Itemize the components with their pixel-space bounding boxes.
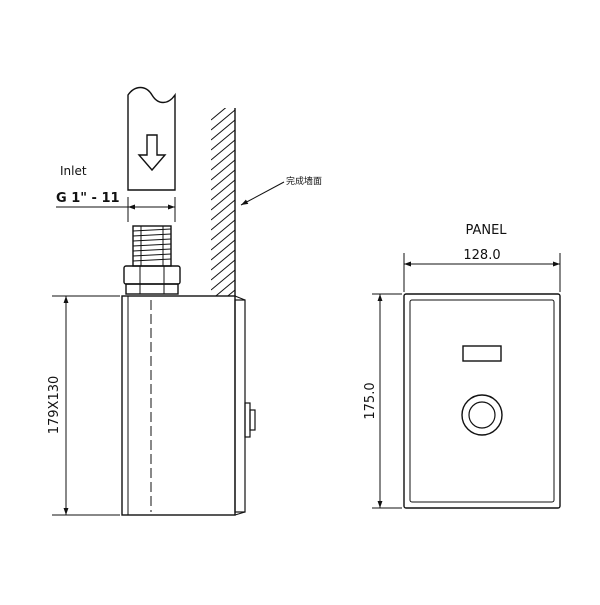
supply-pipe — [127, 86, 176, 191]
height-dimension-label: 179X130 — [47, 376, 62, 435]
down-arrow-icon — [137, 134, 167, 172]
finished-wall — [211, 108, 236, 296]
wall-leader — [240, 181, 285, 206]
panel-title: PANEL — [465, 223, 507, 238]
panel-height-label: 175.0 — [363, 382, 378, 419]
hex-nut — [123, 265, 181, 295]
inlet-label: Inlet — [60, 164, 87, 178]
round-button-icon — [461, 394, 503, 436]
side-button-icon — [244, 402, 256, 438]
thread-spec-label: G 1" - 11 — [56, 191, 120, 206]
panel-face — [403, 293, 561, 509]
valve-box — [121, 295, 246, 516]
sensor-window-icon — [462, 345, 502, 362]
panel-height-dimension — [372, 293, 402, 509]
height-dimension-left — [52, 295, 120, 516]
panel-width-dimension — [403, 253, 561, 292]
wall-note-label: 完成墙面 — [286, 175, 322, 187]
thread-dimension — [56, 197, 176, 222]
threaded-connector — [132, 225, 172, 267]
panel-width-label: 128.0 — [463, 248, 500, 263]
